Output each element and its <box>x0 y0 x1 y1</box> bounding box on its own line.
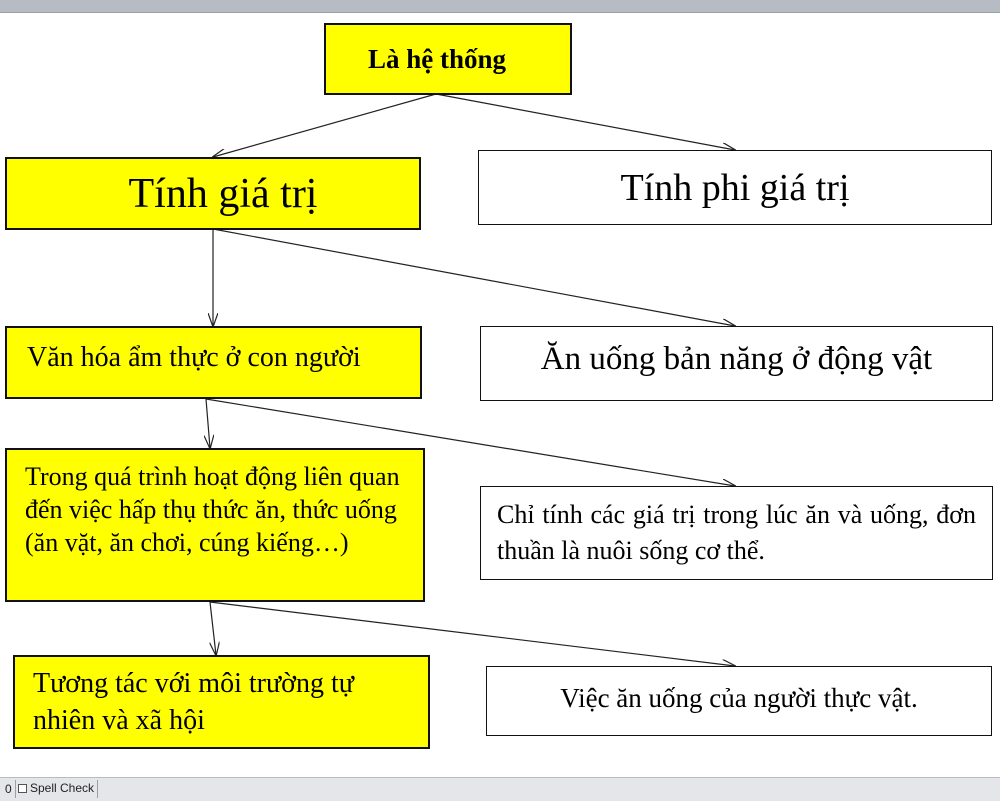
activity-label: Trong quá trình hoạt động liên quan đến … <box>25 462 400 557</box>
status-divider <box>15 780 16 798</box>
box-vegetative: Việc ăn uống của người thực vật. <box>486 666 992 736</box>
spell-check-button[interactable]: Spell Check <box>18 781 94 795</box>
interaction-label: Tương tác với môi trường tự nhiên và xã … <box>33 668 354 736</box>
window-top-bar <box>0 0 1000 13</box>
status-divider-2 <box>97 780 98 798</box>
box-root: Là hệ thống <box>324 23 572 95</box>
box-value: Tính giá trị <box>5 157 421 230</box>
value-label: Tính giá trị <box>128 170 318 217</box>
vegetative-label: Việc ăn uống của người thực vật. <box>560 682 918 713</box>
box-eating-only: Chỉ tính các giá trị trong lúc ăn và uốn… <box>480 486 993 580</box>
spell-check-label: Spell Check <box>30 781 95 795</box>
human-cuisine-label: Văn hóa ẩm thực ở con người <box>27 341 361 373</box>
page-indicator: 0 <box>5 782 12 796</box>
box-activity: Trong quá trình hoạt động liên quan đến … <box>5 448 425 602</box>
root-label: Là hệ thống <box>367 43 507 74</box>
non-value-label: Tính phi giá trị <box>620 166 850 209</box>
status-bar: 0 Spell Check <box>0 777 1000 801</box>
box-animal-instinct: Ăn uống bản năng ở động vật <box>480 326 993 401</box>
spell-check-icon <box>18 783 27 793</box>
eating-only-label: Chỉ tính các giá trị trong lúc ăn và uốn… <box>497 500 976 565</box>
box-human-cuisine: Văn hóa ẩm thực ở con người <box>5 326 422 399</box>
box-interaction: Tương tác với môi trường tự nhiên và xã … <box>13 655 430 749</box>
box-non-value: Tính phi giá trị <box>478 150 992 225</box>
animal-instinct-label: Ăn uống bản năng ở động vật <box>540 341 933 377</box>
